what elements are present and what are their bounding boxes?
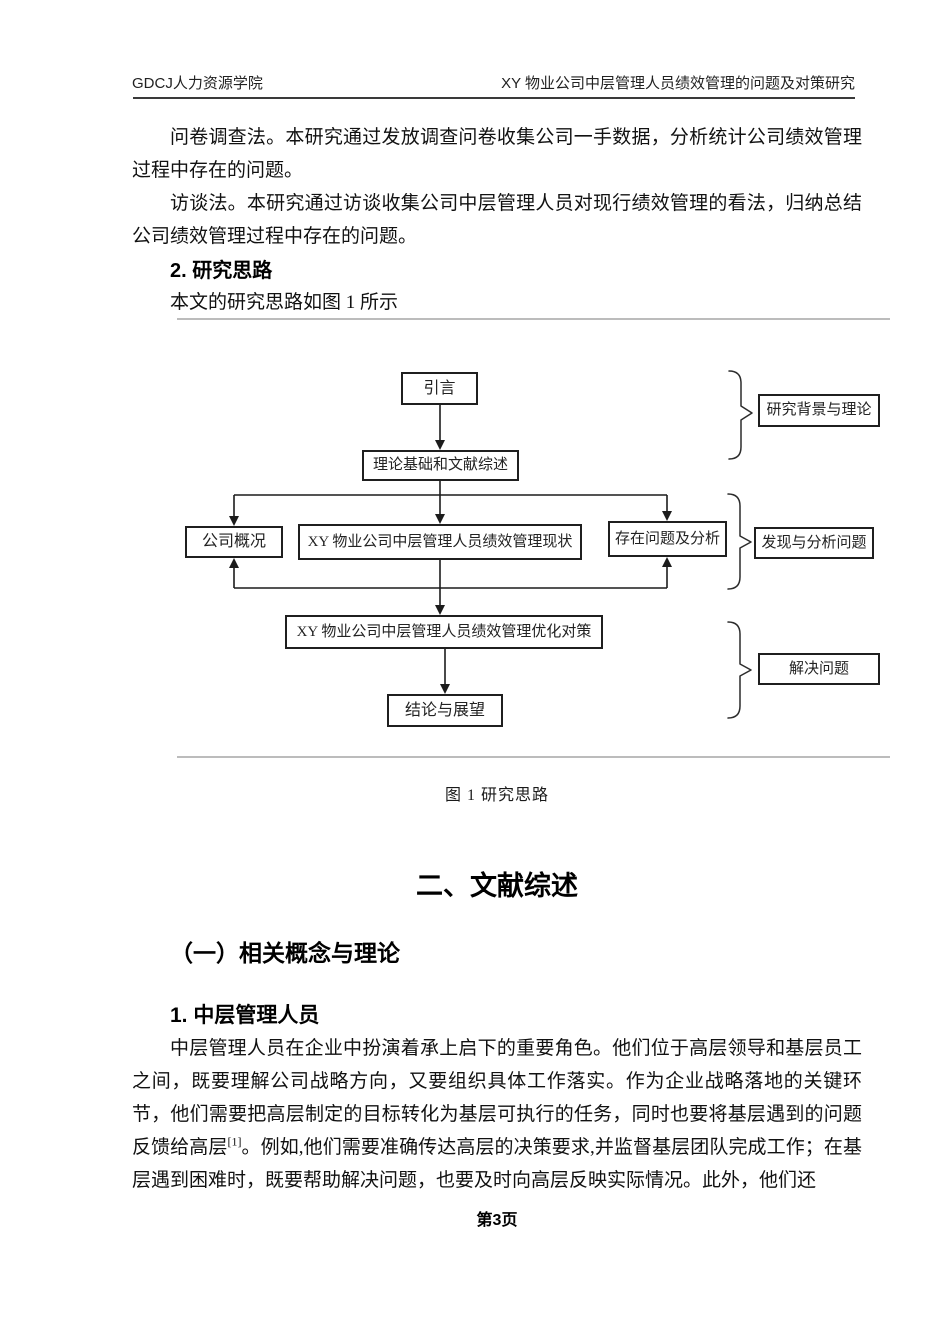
paragraph-interview-method: 访谈法。本研究通过访谈收集公司中层管理人员对现行绩效管理的看法，归纳总结公司绩效… (132, 193, 862, 247)
header-right-text: XY 物业公司中层管理人员绩效管理的问题及对策研究 (501, 75, 855, 92)
flow-node-company-overview: 公司概况 (185, 526, 283, 558)
figure-lead-in: 本文的研究思路如图 1 所示 (170, 292, 399, 313)
arrowhead-problems-up (662, 557, 672, 567)
paragraph-middle-managers: 中层管理人员在企业中扮演着承上启下的重要角色。他们位于高层领导和基层员工之间，既… (132, 1032, 862, 1197)
chapter-heading-literature-review: 二、文献综述 (416, 871, 578, 901)
stage-brackets (727, 370, 753, 719)
flow-node-current-status: XY 物业公司中层管理人员绩效管理现状 (298, 524, 582, 560)
arrowhead-theory (435, 440, 445, 450)
subsection-heading-middle-managers: 1. 中层管理人员 (170, 1004, 320, 1027)
stage-label-find-analyze-problems: 发现与分析问题 (754, 527, 874, 559)
bracket-solution (727, 621, 752, 719)
flow-node-problem-analysis: 存在问题及分析 (608, 521, 727, 557)
figure-top-rule (177, 318, 890, 320)
figure-bottom-rule (177, 756, 890, 758)
flow-node-introduction: 引言 (401, 372, 478, 405)
paragraph-survey-method: 问卷调查法。本研究通过发放调查问卷收集公司一手数据，分析统计公司绩效管理过程中存… (132, 127, 862, 181)
heading-research-approach: 2. 研究思路 (170, 260, 273, 282)
arrowhead-company (229, 516, 239, 526)
arrowhead-problems (662, 511, 672, 521)
citation-marker: [1] (227, 1134, 242, 1149)
paragraph-segment-2: 。例如,他们需要准确传达高层的决策要求,并监督基层团队完成工作；在基层遇到困难时… (132, 1137, 862, 1191)
flow-node-optimization-strategy: XY 物业公司中层管理人员绩效管理优化对策 (285, 615, 603, 649)
paragraph-segment-1: 中层管理人员在企业中扮演着承上启下的重要角色。他们位于高层领导和基层员工之间，既… (132, 1038, 862, 1158)
arrowhead-conclusion (440, 684, 450, 694)
section-heading-concepts-theory: （一）相关概念与理论 (170, 940, 400, 966)
stage-label-background-theory: 研究背景与理论 (758, 394, 880, 427)
arrowhead-company-up (229, 558, 239, 568)
arrowhead-status (435, 514, 445, 524)
flow-node-conclusion-outlook: 结论与展望 (387, 694, 503, 727)
arrowhead-strategy (435, 605, 445, 615)
header-left-text: GDCJ人力资源学院 (132, 75, 263, 92)
flow-node-theory-review: 理论基础和文献综述 (362, 450, 519, 481)
page-header: GDCJ人力资源学院 XY 物业公司中层管理人员绩效管理的问题及对策研究 (132, 72, 855, 93)
intro-section: 问卷调查法。本研究通过发放调查问卷收集公司一手数据，分析统计公司绩效管理过程中存… (132, 121, 862, 319)
header-rule (133, 97, 855, 99)
bracket-background (728, 370, 753, 460)
bracket-analysis (727, 493, 752, 590)
stage-label-solve-problems: 解决问题 (758, 653, 880, 685)
figure-caption: 图 1 研究思路 (444, 787, 549, 804)
page-number: 第3页 (476, 1212, 518, 1229)
